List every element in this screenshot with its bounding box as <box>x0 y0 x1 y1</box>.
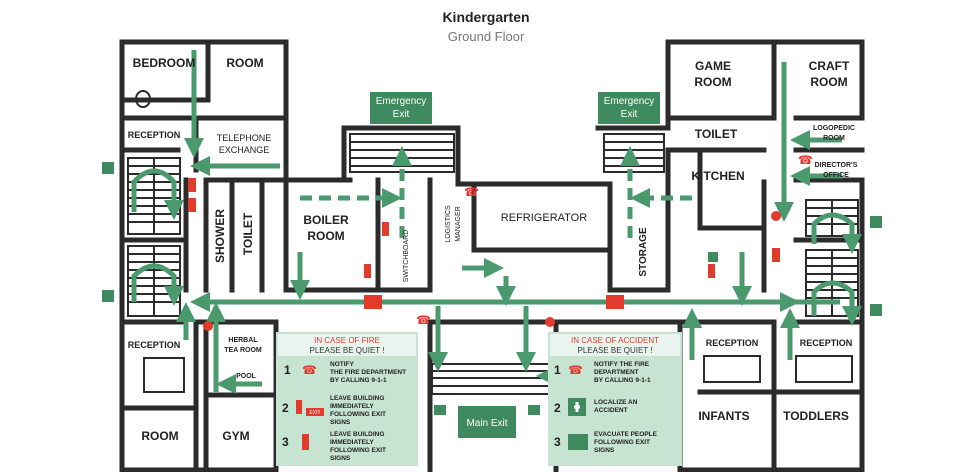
fire-step-2-line-4: SIGNS <box>330 419 351 426</box>
accident-step-3-exit-icon <box>568 434 588 450</box>
stairs-main <box>431 363 551 395</box>
exit-running-signs <box>364 295 624 309</box>
accident-step-3-line-1: EVACUATE PEOPLE <box>594 431 658 438</box>
room-bedroom: BEDROOM <box>133 56 196 70</box>
fire-step-3-number: 3 <box>282 435 289 449</box>
main-exit <box>458 406 516 438</box>
reception-counters <box>143 355 853 393</box>
room-shower: SHOWER <box>213 209 227 263</box>
room-reception-tl: RECEPTION <box>128 130 181 140</box>
room-logopedic-1: LOGOPEDIC <box>813 125 855 132</box>
fire-step-3-line-1: LEAVE BUILDING <box>330 431 384 438</box>
room-kitchen: KITCHEN <box>691 169 744 183</box>
room-toddlers: TODDLERS <box>783 409 849 423</box>
stairs-emergency-left <box>349 133 455 173</box>
emergency-exit-left-label-1: Emergency <box>376 96 427 107</box>
fire-step-3-line-3: FOLLOWING EXIT <box>330 447 386 454</box>
fire-step-2-extinguisher-icon <box>296 400 302 414</box>
fire-safety-icons <box>188 178 781 331</box>
fire-step-2-number: 2 <box>282 401 289 415</box>
room-reception-infants: RECEPTION <box>706 338 759 348</box>
room-bottom-left: ROOM <box>141 429 178 443</box>
page-title: Kindergarten <box>442 9 529 25</box>
fire-step-1-line-3: BY CALLING 9-1-1 <box>330 377 387 384</box>
room-craft-2: ROOM <box>810 75 847 89</box>
room-telephone-2: EXCHANGE <box>219 145 270 155</box>
svg-text:☎: ☎ <box>464 185 479 199</box>
walls <box>119 39 865 472</box>
fire-step-1-line-1: NOTIFY <box>330 361 354 368</box>
accident-step-2-line-2: ACCIDENT <box>594 407 628 414</box>
accident-step-1-number: 1 <box>554 363 561 377</box>
accident-step-1-phone-icon: ☎ <box>568 363 583 377</box>
fire-step-2-line-3: FOLLOWING EXIT <box>330 411 386 418</box>
stairs-left-lower <box>127 245 181 317</box>
fire-step-3-line-2: IMMEDIATELY <box>330 439 374 446</box>
fire-box-title: IN CASE OF FIRE <box>314 336 380 345</box>
phone-icons: ☎ ☎ ☎ <box>416 153 813 327</box>
room-gym: GYM <box>222 429 249 443</box>
room-boiler-2: ROOM <box>307 229 344 243</box>
fire-step-1-number: 1 <box>284 363 291 377</box>
room-herbal-1: HERBAL <box>228 337 258 344</box>
room-logistics-1: LOGISTICS <box>445 205 452 243</box>
fire-step-3-line-4: SIGNS <box>330 455 351 462</box>
room-toilet-right: TOILET <box>695 127 738 141</box>
emergency-exit-left <box>370 92 432 124</box>
accident-step-1-line-2: DEPARTMENT <box>594 369 639 376</box>
room-boiler-1: BOILER <box>303 213 349 227</box>
room-reception-toddlers: RECEPTION <box>800 338 853 348</box>
room-logopedic-2: ROOM <box>823 135 845 142</box>
fire-instructions-panel: IN CASE OF FIRE PLEASE BE QUIET ! 1 ☎ NO… <box>276 332 418 466</box>
accident-step-2-cross <box>574 402 580 412</box>
fire-step-2-line-2: IMMEDIATELY <box>330 403 374 410</box>
emergency-exit-right-label-1: Emergency <box>604 96 655 107</box>
svg-text:☎: ☎ <box>798 153 813 167</box>
fire-step-2-exit-icon <box>306 408 324 416</box>
fire-step-2-exit-text: EXIT <box>309 410 320 416</box>
room-pool: POOL <box>236 373 257 380</box>
stairs-left-upper <box>127 157 181 235</box>
accident-step-3-line-3: SIGNS <box>594 447 615 454</box>
exit-sign-icons <box>102 162 882 415</box>
room-herbal-2: TEA ROOM <box>224 347 262 354</box>
toilet-fixture-icon <box>135 90 151 108</box>
room-craft-1: CRAFT <box>809 59 850 73</box>
accident-instructions-panel: IN CASE OF ACCIDENT PLEASE BE QUIET ! 1 … <box>548 332 682 466</box>
room-game-2: ROOM <box>694 75 731 89</box>
accident-step-1-line-1: NOTIFY THE FIRE <box>594 361 650 368</box>
room-storage: STORAGE <box>638 227 649 277</box>
main-exit-label: Main Exit <box>466 418 507 429</box>
accident-step-3-number: 3 <box>554 435 561 449</box>
room-directors-2: OFFICE <box>823 172 849 179</box>
emergency-exit-right <box>598 92 660 124</box>
accident-step-2-line-1: LOCALIZE AN <box>594 399 638 406</box>
accident-step-1-line-3: BY CALLING 9-1-1 <box>594 377 651 384</box>
emergency-exit-right-label-2: Exit <box>621 109 638 120</box>
fire-box-subtitle: PLEASE BE QUIET ! <box>310 346 385 355</box>
page-subtitle: Ground Floor <box>448 29 525 44</box>
room-infants: INFANTS <box>698 409 749 423</box>
accident-box-subtitle: PLEASE BE QUIET ! <box>578 346 653 355</box>
room-switchboard: SWITCHBOARD <box>403 230 410 283</box>
room-top-left: ROOM <box>226 56 263 70</box>
fire-step-2-line-1: LEAVE BUILDING <box>330 395 384 402</box>
room-game-1: GAME <box>695 59 731 73</box>
accident-step-2-number: 2 <box>554 401 561 415</box>
fire-step-3-extinguisher-icon <box>302 434 309 450</box>
room-toilet-left: TOILET <box>241 212 255 255</box>
room-telephone-1: TELEPHONE <box>217 133 272 143</box>
room-directors-1: DIRECTOR'S <box>815 162 858 169</box>
emergency-exit-left-label-2: Exit <box>393 109 410 120</box>
room-refrigerator: REFRIGERATOR <box>501 212 587 224</box>
fire-step-1-phone-icon: ☎ <box>302 363 317 377</box>
stairs-emergency-right <box>603 133 665 173</box>
room-logistics-2: MANAGER <box>455 206 462 241</box>
accident-step-3-line-2: FOLLOWING EXIT <box>594 439 650 446</box>
accident-box-title: IN CASE OF ACCIDENT <box>571 336 659 345</box>
room-reception-bl: RECEPTION <box>128 340 181 350</box>
fire-step-1-line-2: THE FIRE DEPARTMENT <box>330 369 406 376</box>
svg-text:☎: ☎ <box>416 313 431 327</box>
